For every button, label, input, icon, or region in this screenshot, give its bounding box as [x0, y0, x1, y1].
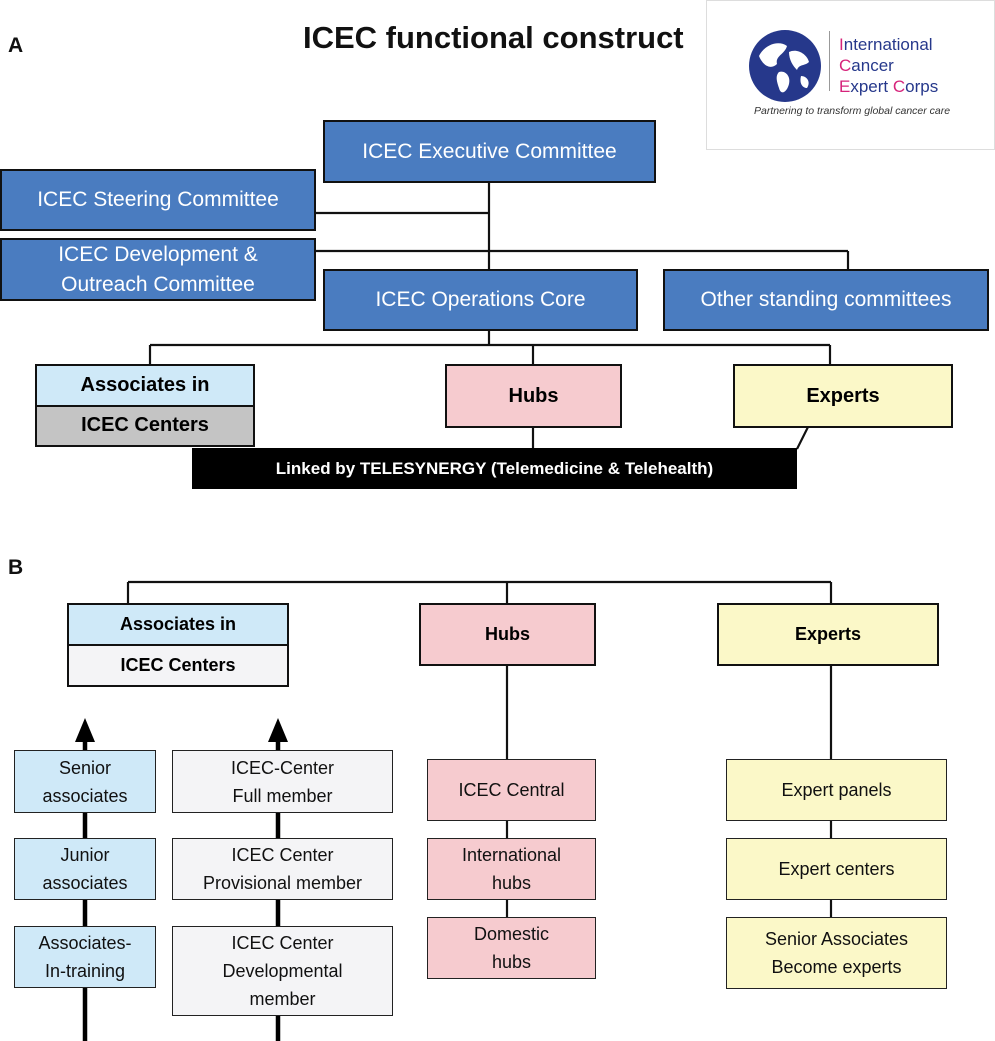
b-experts-box: Experts	[717, 603, 939, 666]
a-experts-label: Experts	[806, 384, 880, 407]
logo-line-3: Expert Corps	[839, 77, 939, 96]
junior-associates-box: Junior associates	[14, 838, 156, 900]
executive-committee-box: ICEC Executive Committee	[323, 120, 656, 183]
a-associates-top: Associates in	[37, 366, 253, 407]
domestic-hubs-line1: Domestic	[473, 924, 549, 944]
associates-in-training-line2: In-training	[44, 961, 126, 981]
senior-associates-experts-box: Senior Associates Become experts	[726, 917, 947, 989]
associates-in-training-line1: Associates-	[38, 933, 132, 953]
center-provisional-member-box: ICEC Center Provisional member	[172, 838, 393, 900]
center-provisional-member-line2: Provisional member	[202, 873, 363, 893]
logo-line-2: Cancer	[839, 56, 894, 75]
international-hubs-line1: International	[461, 845, 562, 865]
logo-tagline: Partnering to transform global cancer ca…	[754, 105, 951, 117]
development-outreach-line2: Outreach Committee	[61, 272, 255, 296]
b-hubs-label: Hubs	[485, 624, 530, 644]
b-hubs-box: Hubs	[419, 603, 596, 666]
senior-associates-line1: Senior	[58, 757, 112, 778]
a-associates-bottom: ICEC Centers	[37, 406, 253, 445]
other-committees-label: Other standing committees	[700, 288, 952, 311]
center-full-member-line2: Full member	[232, 785, 333, 806]
center-developmental-member-line3: member	[249, 989, 316, 1009]
senior-associates-experts-line1: Senior Associates	[764, 929, 909, 949]
logo-divider	[829, 31, 830, 91]
telesynergy-bar: Linked by TELESYNERGY (Telemedicine & Te…	[192, 448, 797, 489]
icec-central-label: ICEC Central	[458, 780, 565, 800]
a-hubs-box: Hubs	[445, 364, 622, 428]
a-associates-box: Associates in ICEC Centers	[35, 364, 255, 447]
expert-centers-box: Expert centers	[726, 838, 947, 900]
logo-line-1: International	[839, 35, 933, 54]
operations-core-label: ICEC Operations Core	[375, 288, 586, 311]
junior-associates-line1: Junior	[60, 845, 110, 865]
center-developmental-member-line2: Developmental	[222, 961, 343, 981]
expert-centers-label: Expert centers	[778, 859, 895, 879]
international-hubs-line2: hubs	[491, 873, 532, 893]
center-provisional-member-line1: ICEC Center	[231, 845, 334, 865]
domestic-hubs-line2: hubs	[491, 952, 532, 972]
icec-logo: International Cancer Expert Corps Partne…	[706, 0, 995, 150]
a-experts-box: Experts	[733, 364, 953, 428]
development-outreach-line1: ICEC Development &	[58, 242, 258, 266]
center-developmental-member-line1: ICEC Center	[231, 933, 334, 953]
center-developmental-member-box: ICEC Center Developmental member	[172, 926, 393, 1016]
diagram-title: ICEC functional construct	[303, 20, 684, 55]
senior-associates-line2: associates	[42, 785, 128, 806]
panel-a-label: A	[8, 34, 24, 57]
development-outreach-box: ICEC Development & Outreach Committee	[0, 238, 316, 301]
expert-panels-label: Expert panels	[781, 780, 892, 800]
domestic-hubs-box: Domestic hubs	[427, 917, 596, 979]
junior-associates-line2: associates	[42, 873, 128, 893]
international-hubs-box: International hubs	[427, 838, 596, 900]
expert-panels-box: Expert panels	[726, 759, 947, 821]
center-full-member-box: ICEC-Center Full member	[172, 750, 393, 813]
senior-associates-experts-line2: Become experts	[771, 957, 902, 977]
icec-central-box: ICEC Central	[427, 759, 596, 821]
center-full-member-line1: ICEC-Center	[230, 757, 335, 778]
other-committees-box: Other standing committees	[663, 269, 989, 331]
executive-committee-label: ICEC Executive Committee	[362, 139, 617, 163]
b-experts-label: Experts	[794, 624, 862, 644]
panel-b-label: B	[8, 556, 24, 579]
operations-core-box: ICEC Operations Core	[323, 269, 638, 331]
b-associates-bottom: ICEC Centers	[69, 646, 287, 685]
steering-committee-box: ICEC Steering Committee	[0, 169, 316, 231]
b-associates-box: Associates in ICEC Centers	[67, 603, 289, 687]
associates-in-training-box: Associates- In-training	[14, 926, 156, 988]
globe-icon	[749, 30, 821, 102]
senior-associates-box: Senior associates	[14, 750, 156, 813]
b-associates-top: Associates in	[69, 605, 287, 646]
a-hubs-label: Hubs	[508, 384, 559, 407]
steering-committee-label: ICEC Steering Committee	[37, 188, 279, 211]
